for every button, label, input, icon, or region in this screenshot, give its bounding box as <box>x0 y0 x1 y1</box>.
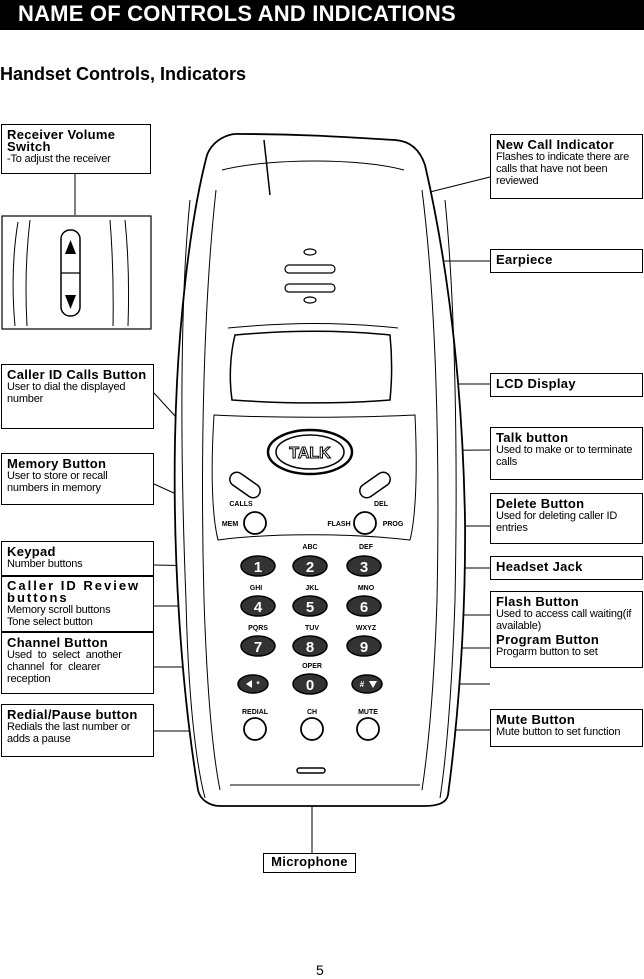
pound-icon: # <box>360 680 365 689</box>
key-7-letters: PQRS <box>248 625 268 632</box>
key-8-letters: TUV <box>305 625 319 632</box>
handset-labels: TALK CALLS DEL MEM FLASH PROG ABC DEF GH… <box>222 445 404 717</box>
key-5-letters: JKL <box>305 585 319 592</box>
flash-button-title: Flash Button <box>496 594 580 609</box>
label-receiver-volume-switch: Receiver Volume Switch -To adjust the re… <box>1 124 151 174</box>
key-9-digit: 9 <box>360 639 368 656</box>
key-4-digit: 4 <box>254 599 263 616</box>
handset-body <box>173 133 466 807</box>
mem-label: MEM <box>222 521 239 528</box>
oper-label: OPER <box>302 663 322 670</box>
section-title: Handset Controls, Indicators <box>0 64 247 84</box>
redial-label: REDIAL <box>242 709 269 716</box>
mute-label: MUTE <box>358 709 378 716</box>
key-5-digit: 5 <box>306 599 314 616</box>
label-redial-pause-button: Redial/Pause button Redials the last num… <box>1 704 154 757</box>
ch-label: CH <box>307 709 317 716</box>
key-0-digit: 0 <box>306 677 314 694</box>
program-button-desc: Progarm button to set <box>496 646 598 658</box>
label-mute-button: Mute Button Mute button to set function <box>490 709 643 747</box>
page-number: 5 <box>316 962 324 978</box>
scroll-down-arrow-icon <box>369 681 377 688</box>
key-2-letters: ABC <box>302 544 317 551</box>
label-caller-id-calls-button: Caller ID Calls Button User to dial the … <box>1 364 154 429</box>
key-4-letters: GHI <box>250 585 263 592</box>
label-memory-button: Memory Button User to store or recall nu… <box>1 453 154 505</box>
label-flash-program-buttons: Flash Button Used to access call waiting… <box>490 591 643 668</box>
key-6-letters: MNO <box>358 585 375 592</box>
prog-label: PROG <box>383 521 404 528</box>
key-1-digit: 1 <box>254 559 262 576</box>
calls-label: CALLS <box>229 501 253 508</box>
key-7-digit: 7 <box>254 639 262 656</box>
flash-button-desc: Used to access call waiting(if available… <box>496 608 632 632</box>
label-microphone: Microphone <box>263 853 356 873</box>
key-2-digit: 2 <box>306 559 314 576</box>
key-9-letters: WXYZ <box>356 625 377 632</box>
label-caller-id-review-buttons: Caller ID Review buttons Memory scroll b… <box>1 576 154 632</box>
key-8-digit: 8 <box>306 639 314 656</box>
label-earpiece: Earpiece <box>490 249 643 273</box>
key-3-letters: DEF <box>359 544 374 551</box>
key-6-digit: 6 <box>360 599 368 616</box>
key-3-digit: 3 <box>360 559 368 576</box>
label-headset-jack: Headset Jack <box>490 556 643 580</box>
label-keypad: Keypad Number buttons <box>1 541 154 576</box>
label-talk-button: Talk button Used to make or to terminate… <box>490 427 643 480</box>
label-delete-button: Delete Button Used for deleting caller I… <box>490 493 643 544</box>
label-lcd-display: LCD Display <box>490 373 643 397</box>
program-button-title: Program Button <box>496 632 600 647</box>
talk-button-label: TALK <box>289 445 331 462</box>
label-new-call-indicator: New Call Indicator Flashes to indicate t… <box>490 134 643 199</box>
label-channel-button: Channel Button Used to select another ch… <box>1 632 154 694</box>
star-icon: * <box>256 680 260 689</box>
header-banner: NAME OF CONTROLS AND INDICATIONS <box>0 0 644 30</box>
del-label: DEL <box>374 501 389 508</box>
volume-switch-inset <box>1 215 152 330</box>
flash-label: FLASH <box>327 521 350 528</box>
page-title: NAME OF CONTROLS AND INDICATIONS <box>18 1 456 26</box>
scroll-up-arrow-icon <box>246 680 252 688</box>
